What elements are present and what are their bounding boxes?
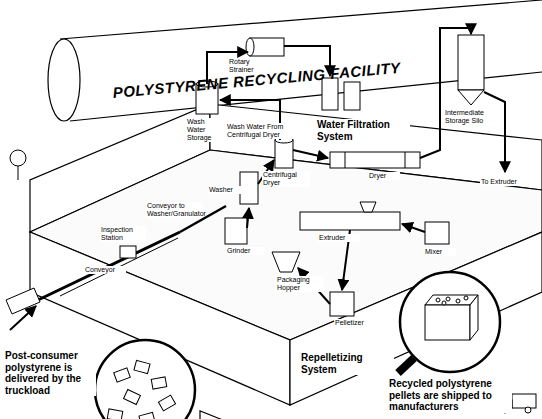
magnifier (107, 409, 123, 419)
callout-note: Post-consumer polystyrene is delivered b… (4, 350, 96, 396)
equipment (425, 222, 449, 244)
equipment-label: Wash Water From Centrifugal Dryer (226, 123, 300, 139)
equipment-label: Pelletizer (334, 319, 376, 327)
equipment-label: To Extruder (480, 178, 536, 186)
equipment (405, 152, 406, 168)
section-label: Water Filtration System (316, 119, 410, 142)
equipment (330, 292, 354, 316)
tree (10, 150, 26, 166)
truck (6, 288, 40, 314)
equipment (275, 140, 293, 168)
equipment (38, 35, 484, 316)
equipment (345, 152, 346, 168)
magnifier (425, 295, 478, 305)
tree (18, 165, 19, 180)
flow-arrow (402, 224, 425, 232)
equipment-label: Conveyor to Washer/Granulator (146, 202, 202, 218)
equipment-label: Inspection Station (100, 226, 146, 242)
callout-note: Recycled polystyrene pellets are shipped… (388, 378, 512, 413)
equipment-label: Packaging Hopper (276, 276, 324, 292)
flow-arrow (420, 28, 471, 158)
magnifier (114, 368, 131, 382)
equipment-label: Grinder (226, 247, 264, 255)
building (30, 104, 542, 419)
equipment-label: Rotary Strainer (228, 58, 272, 74)
magnifier (124, 390, 141, 405)
equipment (250, 38, 284, 56)
magnifier (158, 395, 175, 411)
equipment (246, 38, 254, 56)
equipment-label: Conveyor (84, 266, 126, 274)
equipment (300, 212, 400, 230)
equipment-label: Intermediate Storage Silo (444, 109, 502, 125)
flow-arrow (293, 150, 328, 158)
magnifier (151, 377, 167, 389)
tube-roof (48, 39, 80, 121)
magnifier (470, 295, 478, 340)
equipment-label: Centrifugal Dryer (262, 171, 310, 187)
magnifier (400, 272, 500, 372)
equipment (458, 90, 484, 105)
magnifier (456, 299, 460, 303)
equipment-label: Dryer (368, 172, 400, 180)
equipment (322, 78, 338, 110)
equipment-label: Washer (208, 186, 242, 194)
flow-arrow (247, 208, 249, 228)
tube-roof (48, 0, 542, 121)
equipment (458, 35, 484, 90)
equipment (120, 246, 136, 258)
equipment (344, 82, 360, 110)
magnifier (464, 296, 468, 300)
equipment (330, 152, 420, 168)
magnifier (95, 340, 195, 419)
magnifier (442, 301, 446, 305)
equipment-label: Extruder (318, 234, 360, 242)
equipment (272, 252, 300, 272)
magnifier (436, 298, 440, 302)
flow-arrow (484, 92, 505, 172)
magnifier (139, 412, 155, 419)
equipment (360, 202, 376, 212)
tube-roof (60, 0, 542, 121)
equipment (60, 238, 178, 296)
tube-roof (60, 0, 542, 39)
building (200, 411, 240, 419)
magnifier (425, 305, 470, 340)
truck (512, 394, 536, 408)
equipment (225, 218, 247, 244)
equipment (38, 232, 180, 300)
magnifier (398, 358, 414, 373)
truck (525, 407, 531, 413)
magnifier (134, 360, 150, 373)
magnifier (446, 297, 450, 301)
equipment-label: Mixer (424, 248, 456, 256)
equipment (240, 172, 258, 204)
section-label: Repelletizing System (300, 352, 394, 375)
equipment-label: Wash Water Storage (186, 118, 224, 142)
